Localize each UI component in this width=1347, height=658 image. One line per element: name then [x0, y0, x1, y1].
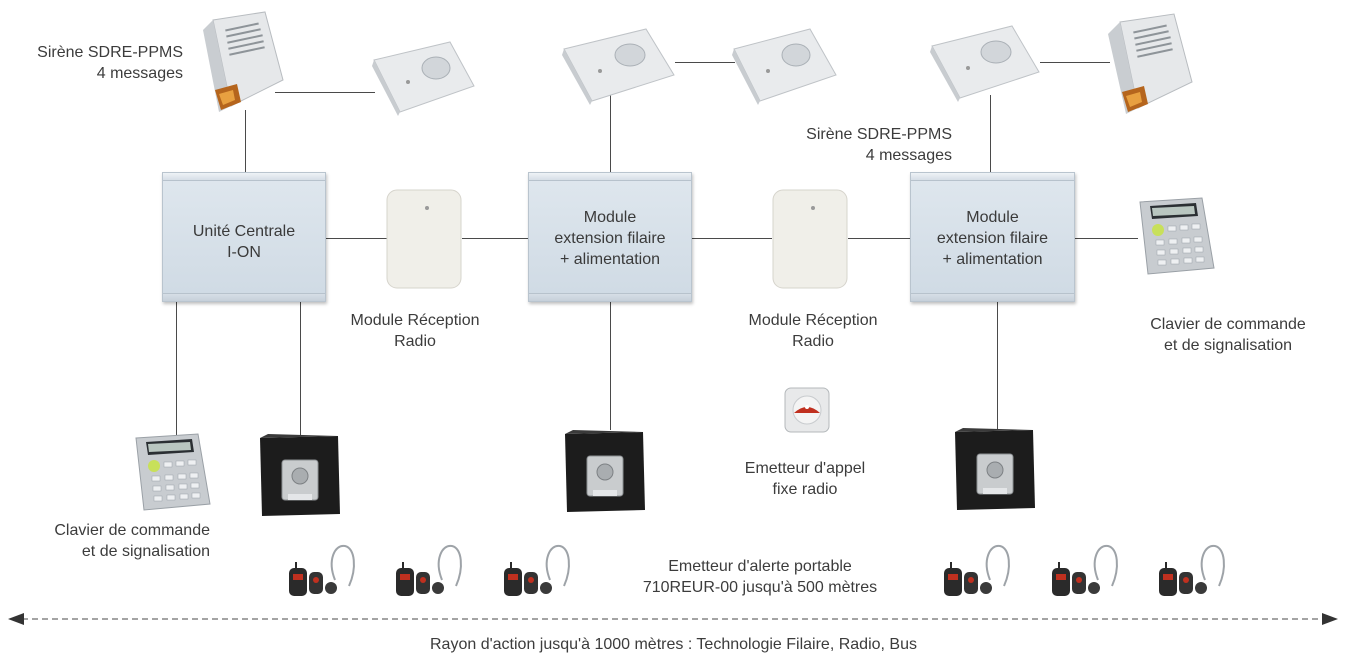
- siren-icon: [203, 11, 284, 112]
- pendant-transmitter-icon: [944, 544, 1010, 596]
- keypad-icon: [1139, 197, 1215, 275]
- pendant-transmitter-icon: [1052, 544, 1118, 596]
- wire-siren-to-module-2: [990, 95, 991, 175]
- keypad-icon: [135, 433, 211, 511]
- radio-receiver-icon: [772, 189, 848, 289]
- keypad-left-label: Clavier de commande et de signalisation: [54, 522, 210, 560]
- flash-siren-icon: [732, 28, 837, 105]
- flash-siren-icon: [930, 25, 1040, 102]
- module-1-label: Module extension filaire + alimentation: [554, 209, 666, 268]
- wire-module-1-speaker: [610, 300, 611, 430]
- wire-siren-top-right: [1040, 62, 1110, 63]
- wire-module-2-keypad: [1073, 238, 1138, 239]
- siren-icon: [1108, 13, 1193, 114]
- pendant-transmitter-icon: [396, 544, 462, 596]
- siren-label-middle: Sirène SDRE-PPMS 4 messages: [806, 126, 952, 164]
- pendant-transmitter-icon: [1159, 544, 1225, 596]
- flash-siren-icon: [562, 28, 675, 105]
- range-label: Rayon d'action jusqu'à 1000 mètres : Tec…: [430, 636, 917, 653]
- wire-siren-to-central: [245, 110, 246, 175]
- speaker-icon: [955, 428, 1035, 510]
- double-arrow-icon: [8, 613, 1338, 625]
- module-2-panel[interactable]: Module extension filaire + alimentation: [910, 172, 1075, 302]
- speaker-icon: [260, 434, 340, 516]
- speaker-icon: [565, 430, 645, 512]
- wire-receiver-2-module-2: [848, 238, 910, 239]
- portable-transmitter-label: Emetteur d'alerte portable 710REUR-00 ju…: [642, 558, 878, 596]
- radio-receiver-2-label: Module Réception Radio: [748, 312, 878, 350]
- wire-central-speaker: [300, 300, 301, 435]
- central-unit-label: Unité Centrale I-ON: [192, 223, 296, 261]
- call-button-icon: [784, 387, 830, 433]
- wire-siren-top-middle: [675, 62, 735, 63]
- wire-central-keypad: [176, 300, 177, 435]
- wire-receiver-1-module-1: [462, 238, 528, 239]
- call-transmitter-label: Emetteur d'appel fixe radio: [744, 460, 866, 498]
- flash-siren-icon: [372, 41, 475, 116]
- pendant-transmitter-icon: [504, 544, 570, 596]
- siren-label-left: Sirène SDRE-PPMS 4 messages: [37, 44, 183, 82]
- wire-siren-top-left: [275, 92, 375, 93]
- keypad-right-label: Clavier de commande et de signalisation: [1150, 316, 1306, 354]
- wire-module-1-receiver-2: [690, 238, 772, 239]
- radio-receiver-icon: [386, 189, 462, 289]
- central-unit-panel[interactable]: Unité Centrale I-ON: [162, 172, 326, 302]
- wire-module-2-speaker: [997, 300, 998, 430]
- module-1-panel[interactable]: Module extension filaire + alimentation: [528, 172, 692, 302]
- wire-siren-to-module-1: [610, 95, 611, 175]
- module-2-label: Module extension filaire + alimentation: [936, 209, 1049, 268]
- wire-central-receiver-1: [325, 238, 387, 239]
- pendant-transmitter-icon: [289, 544, 355, 596]
- radio-receiver-1-label: Module Réception Radio: [350, 312, 480, 350]
